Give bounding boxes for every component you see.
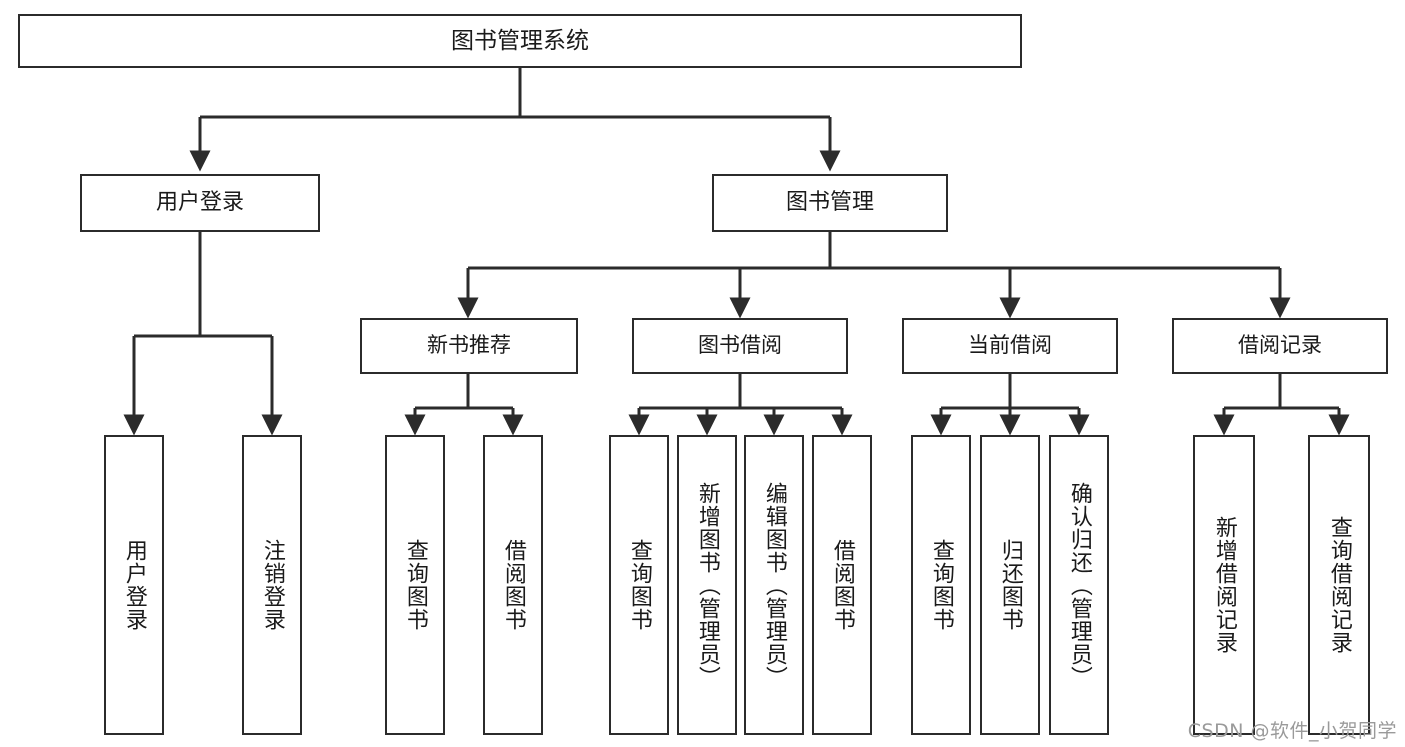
- node-book-borrow[interactable]: 图书借阅: [632, 318, 848, 374]
- leaf-recommend-borrow-book[interactable]: 借阅图书: [483, 435, 543, 735]
- node-label: 当前借阅: [968, 333, 1052, 358]
- leaf-record-add-record[interactable]: 新增借阅记录: [1193, 435, 1255, 735]
- node-label: 图书借阅: [698, 333, 782, 358]
- node-label: 新增图书（管理员）: [694, 481, 720, 689]
- leaf-recommend-query-book[interactable]: 查询图书: [385, 435, 445, 735]
- node-label: 注销登录: [259, 539, 285, 631]
- leaf-current-confirm-return-admin[interactable]: 确认归还（管理员）: [1049, 435, 1109, 735]
- node-label: 借阅图书: [500, 539, 526, 631]
- node-label: 图书管理: [785, 189, 874, 215]
- node-root-system[interactable]: 图书管理系统: [18, 14, 1022, 68]
- leaf-borrow-edit-book-admin[interactable]: 编辑图书（管理员）: [744, 435, 804, 735]
- node-book-management[interactable]: 图书管理: [712, 174, 948, 232]
- node-label: 借阅记录: [1238, 333, 1322, 358]
- leaf-borrow-query-book[interactable]: 查询图书: [609, 435, 669, 735]
- node-label: 借阅图书: [829, 539, 855, 631]
- node-label: 查询图书: [928, 539, 954, 631]
- node-current-borrow[interactable]: 当前借阅: [902, 318, 1118, 374]
- leaf-current-return-book[interactable]: 归还图书: [980, 435, 1040, 735]
- node-label: 归还图书: [997, 539, 1023, 631]
- leaf-user-logout[interactable]: 注销登录: [242, 435, 302, 735]
- node-label: 用户登录: [121, 539, 147, 631]
- node-label: 查询借阅记录: [1326, 516, 1352, 654]
- leaf-current-query-book[interactable]: 查询图书: [911, 435, 971, 735]
- node-label: 图书管理系统: [451, 27, 589, 54]
- node-label: 查询图书: [402, 539, 428, 631]
- node-label: 新书推荐: [427, 333, 511, 358]
- node-label: 查询图书: [626, 539, 652, 631]
- node-label: 确认归还（管理员）: [1066, 481, 1092, 689]
- node-borrow-record[interactable]: 借阅记录: [1172, 318, 1388, 374]
- leaf-borrow-borrow-book[interactable]: 借阅图书: [812, 435, 872, 735]
- node-label: 新增借阅记录: [1211, 516, 1237, 654]
- leaf-record-query-record[interactable]: 查询借阅记录: [1308, 435, 1370, 735]
- leaf-borrow-add-book-admin[interactable]: 新增图书（管理员）: [677, 435, 737, 735]
- node-new-book-recommend[interactable]: 新书推荐: [360, 318, 578, 374]
- node-label: 编辑图书（管理员）: [761, 481, 787, 689]
- node-user-login[interactable]: 用户登录: [80, 174, 320, 232]
- node-label: 用户登录: [155, 189, 244, 215]
- leaf-user-login[interactable]: 用户登录: [104, 435, 164, 735]
